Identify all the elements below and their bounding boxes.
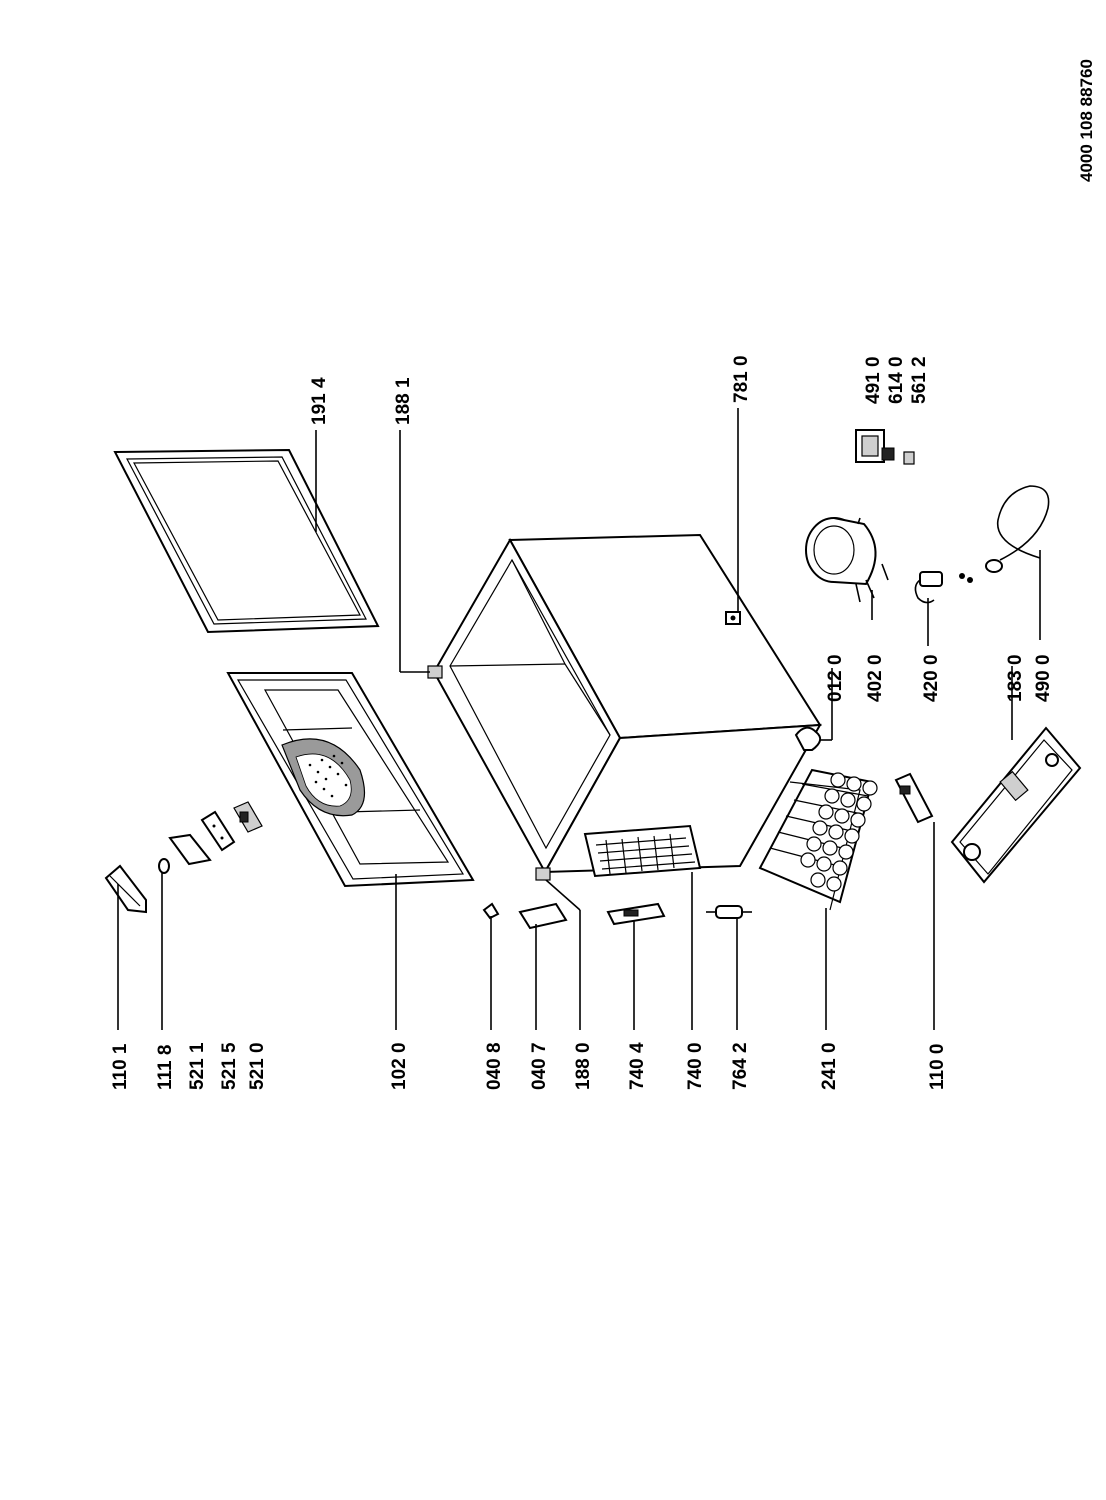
part-labels: 110 1 111 8 521 1 521 5 521 0 102 0 040 … [110, 355, 1054, 1090]
label-491-0: 491 0 [863, 356, 884, 404]
label-740-4: 740 4 [627, 1042, 648, 1090]
electrical-box-drawing [855, 429, 885, 463]
wire-basket-drawing [758, 768, 878, 911]
sensor-tube-drawing [706, 905, 752, 919]
thermostat-drawing [233, 801, 263, 833]
lid-handle-drawing [104, 864, 147, 914]
label-614-0: 614 0 [886, 356, 907, 404]
label-188-1: 188 1 [393, 377, 414, 425]
label-521-0: 521 0 [247, 1042, 268, 1090]
compressor-drawing [805, 517, 889, 603]
label-012-0: 012 0 [825, 654, 846, 702]
label-764-2: 764 2 [730, 1042, 751, 1090]
connector-dot [967, 577, 973, 583]
label-420-0: 420 0 [921, 654, 942, 702]
label-521-1: 521 1 [187, 1042, 208, 1090]
label-781-0: 781 0 [731, 355, 752, 403]
label-plate-drawing [168, 833, 212, 866]
leader-lines [117, 408, 1041, 1030]
connector-clip-drawing [903, 451, 915, 465]
label-040-7: 040 7 [529, 1042, 550, 1090]
label-111-8: 111 8 [155, 1045, 176, 1090]
power-cord-drawing [985, 485, 1050, 573]
cabinet-drawing [427, 533, 822, 881]
lid-gasket-drawing [113, 448, 380, 634]
label-183-0: 183 0 [1005, 654, 1026, 702]
label-561-2: 561 2 [909, 356, 930, 404]
label-191-4: 191 4 [309, 377, 330, 425]
label-188-0: 188 0 [573, 1042, 594, 1090]
knob-drawing [158, 858, 170, 874]
connector-dot [959, 573, 965, 579]
label-110-1: 110 1 [110, 1043, 131, 1090]
label-490-0: 490 0 [1033, 654, 1054, 702]
label-110-0: 110 0 [927, 1044, 948, 1091]
label-402-0: 402 0 [865, 654, 886, 702]
base-plate-drawing [950, 726, 1082, 884]
thermostat-bracket-drawing [200, 810, 236, 852]
light-holder-drawing [606, 902, 666, 926]
clip-drawing [482, 902, 500, 920]
label-740-0: 740 0 [685, 1042, 706, 1090]
label-241-0: 241 0 [819, 1042, 840, 1090]
label-040-8: 040 8 [484, 1042, 505, 1090]
label-102-0: 102 0 [389, 1042, 410, 1090]
document-number: 4000 108 88760 [1077, 59, 1096, 182]
label-521-5: 521 5 [219, 1042, 240, 1090]
front-handle-drawing [894, 772, 934, 824]
overload-relay-drawing [881, 447, 895, 461]
capacitor-drawing [914, 571, 943, 604]
bracket-drawing [518, 902, 568, 930]
lid-drawing [226, 672, 475, 888]
